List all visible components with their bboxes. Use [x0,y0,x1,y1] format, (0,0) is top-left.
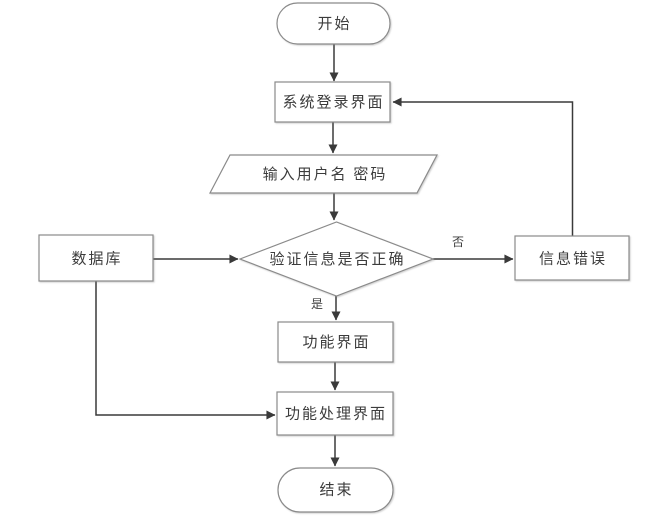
edge-error-to-login [392,97,574,236]
decision-diamond-shape [238,221,435,297]
process-process-shape [276,391,394,436]
edge-label-no: 否 [452,235,464,249]
error-label: 信息错误 [539,251,607,268]
decision-label: 验证信息是否正确 [269,251,405,268]
error-process-shape [514,235,630,281]
edge-label-yes: 是 [311,297,323,311]
start-label: 开始 [317,16,351,33]
database-process-shape [38,234,154,282]
end-terminator-shape [277,467,394,513]
login-process-shape [274,81,391,123]
labels-layer: 开始 系统登录界面 输入用户名 密码 验证信息是否正确 数据库 信息错误 功能界… [71,16,607,499]
shapes-layer [38,2,630,513]
database-label: 数据库 [71,251,122,268]
end-label: 结束 [319,482,353,499]
start-terminator-shape [276,2,391,45]
process-label: 功能处理界面 [285,406,387,423]
input-parallelogram-shape [209,154,438,194]
function-label: 功能界面 [302,334,370,351]
input-label: 输入用户名 密码 [263,166,388,183]
function-process-shape [277,321,394,363]
login-label: 系统登录界面 [282,94,384,111]
edge-database-to-process [95,281,276,420]
edges-layer [95,44,574,467]
